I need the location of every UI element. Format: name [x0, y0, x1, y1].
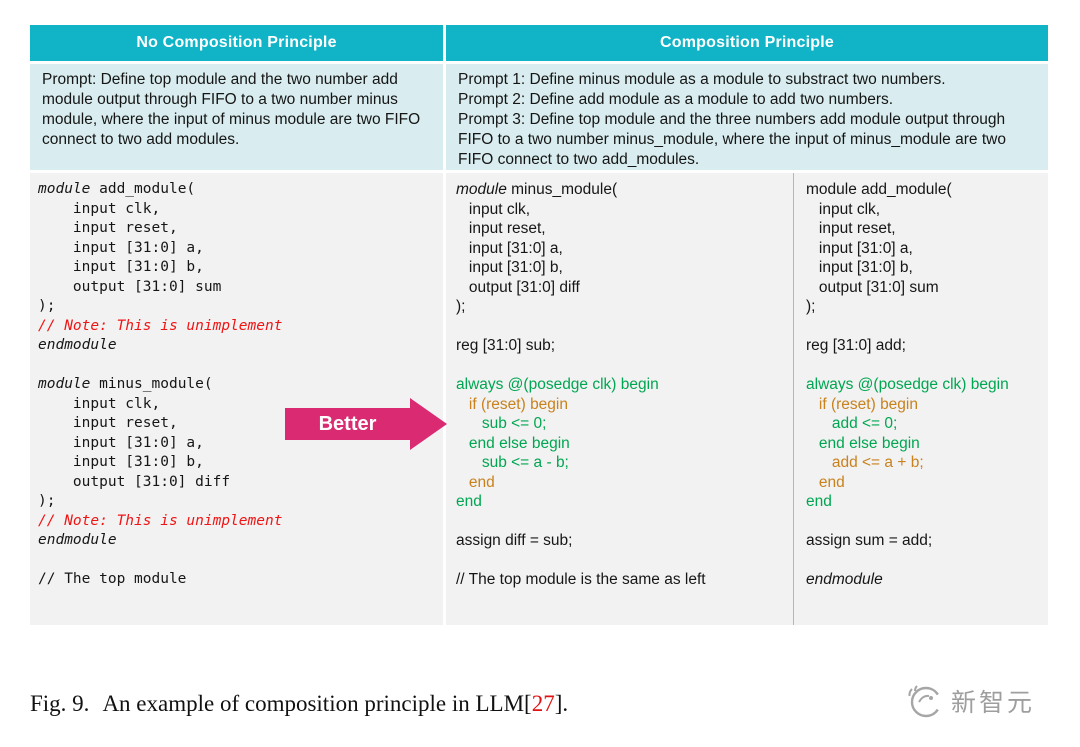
code-line: module add_module( — [38, 181, 196, 197]
code-line: input [31:0] a, — [806, 239, 913, 257]
code-line: output [31:0] sum — [806, 278, 939, 296]
figure-label: Fig. 9. — [30, 691, 90, 716]
code-line — [456, 317, 793, 337]
code-line: ); — [38, 493, 56, 509]
code-line: ); — [806, 298, 816, 315]
prompt-right-cell: Prompt 1: Define minus module as a modul… — [446, 64, 1048, 170]
code-line: ); — [38, 298, 56, 314]
code-line — [456, 356, 793, 376]
header-no-composition-principle: No Composition Principle — [30, 25, 443, 61]
better-arrow-label: Better — [318, 412, 377, 435]
code-line: reg [31:0] add; — [806, 337, 906, 354]
code-line: input clk, — [456, 200, 531, 218]
code-line: always @(posedge clk) begin — [806, 376, 1009, 393]
code-line: end — [806, 473, 845, 491]
prompt-left-cell: Prompt: Define top module and the two nu… — [30, 64, 443, 170]
code-line: end else begin — [806, 434, 920, 452]
code-line: input [31:0] b, — [806, 259, 913, 276]
code-line: if (reset) begin — [806, 395, 918, 413]
prompt-paragraph: Prompt 1: Define minus module as a modul… — [458, 71, 946, 88]
code-line: input reset, — [806, 220, 896, 237]
code-line: output [31:0] diff — [38, 473, 231, 490]
code-line — [456, 512, 793, 532]
code-line: input [31:0] a, — [38, 239, 204, 256]
code-line — [806, 317, 1048, 337]
prompt-paragraph: Prompt: Define top module and the two nu… — [42, 71, 421, 148]
code-line: end — [456, 473, 495, 491]
code-block-no-composition: module add_module( input clk, input rese… — [30, 173, 443, 625]
prompt-paragraph: Prompt 3: Define top module and the thre… — [458, 111, 1006, 168]
header-right-label: Composition Principle — [660, 34, 834, 51]
code-line — [806, 551, 1048, 571]
code-line: assign sum = add; — [806, 532, 933, 549]
code-line: always @(posedge clk) begin — [456, 376, 659, 393]
code-line: module minus_module( — [456, 181, 618, 198]
code-line: endmodule — [38, 337, 117, 353]
code-line: input [31:0] b, — [38, 259, 204, 275]
code-right-cell: module minus_module( input clk, input re… — [446, 173, 1048, 625]
caption-close: ]. — [554, 691, 569, 716]
code-line: // The top module — [38, 571, 187, 587]
code-line: input [31:0] b, — [456, 259, 563, 276]
code-line: sub <= 0; — [456, 415, 547, 432]
figure-caption: Fig. 9. An example of composition princip… — [30, 691, 568, 717]
code-line: endmodule — [38, 532, 117, 548]
code-line — [456, 551, 793, 571]
code-line: input clk, — [38, 200, 161, 217]
comparison-table: No Composition Principle Composition Pri… — [30, 25, 1048, 625]
code-line: // Note: This is unimplement — [38, 512, 283, 529]
code-line: module minus_module( — [38, 376, 213, 392]
citation-27: 27 — [531, 691, 555, 716]
code-line: assign diff = sub; — [456, 532, 573, 549]
better-arrow: Better — [285, 398, 447, 450]
header-left-label: No Composition Principle — [136, 34, 337, 51]
arrow-head-icon — [410, 398, 447, 450]
code-line: input clk, — [38, 395, 161, 412]
code-line: // Note: This is unimplement — [38, 317, 283, 334]
code-line: output [31:0] sum — [38, 278, 222, 295]
header-composition-principle: Composition Principle — [446, 25, 1048, 61]
code-line: output [31:0] diff — [456, 278, 580, 296]
code-line: // The top module is the same as left — [456, 571, 706, 588]
code-line — [38, 551, 439, 571]
code-line: input reset, — [456, 220, 546, 237]
better-arrow-body: Better — [285, 408, 410, 440]
code-line: input [31:0] a, — [456, 239, 563, 257]
code-line: sub <= a - b; — [456, 454, 569, 471]
caption-text: An example of composition principle in L… — [102, 691, 532, 716]
code-line: input [31:0] b, — [38, 454, 204, 470]
code-line: input reset, — [38, 415, 178, 431]
code-line: end — [806, 493, 832, 510]
watermark: 新智元 — [905, 681, 1035, 721]
code-line — [38, 356, 439, 376]
code-line: module add_module( — [806, 181, 952, 198]
xinzhiyuan-logo-icon — [908, 685, 942, 718]
code-line: ); — [456, 298, 466, 315]
code-line: end — [456, 493, 482, 510]
code-block-minus-module: module minus_module( input clk, input re… — [446, 173, 793, 625]
code-line — [806, 356, 1048, 376]
code-line: input reset, — [38, 220, 178, 236]
code-line — [806, 512, 1048, 532]
code-line: add <= a + b; — [806, 454, 924, 471]
code-line: input clk, — [806, 200, 881, 218]
code-line: if (reset) begin — [456, 395, 568, 413]
watermark-text: 新智元 — [951, 688, 1036, 717]
code-line: add <= 0; — [806, 415, 898, 432]
code-line: end else begin — [456, 434, 570, 452]
code-block-add-module: module add_module( input clk, input rese… — [793, 173, 1048, 625]
prompt-paragraph: Prompt 2: Define add module as a module … — [458, 91, 894, 108]
code-line: reg [31:0] sub; — [456, 337, 556, 354]
code-line: endmodule — [806, 571, 883, 588]
code-line: input [31:0] a, — [38, 434, 204, 451]
